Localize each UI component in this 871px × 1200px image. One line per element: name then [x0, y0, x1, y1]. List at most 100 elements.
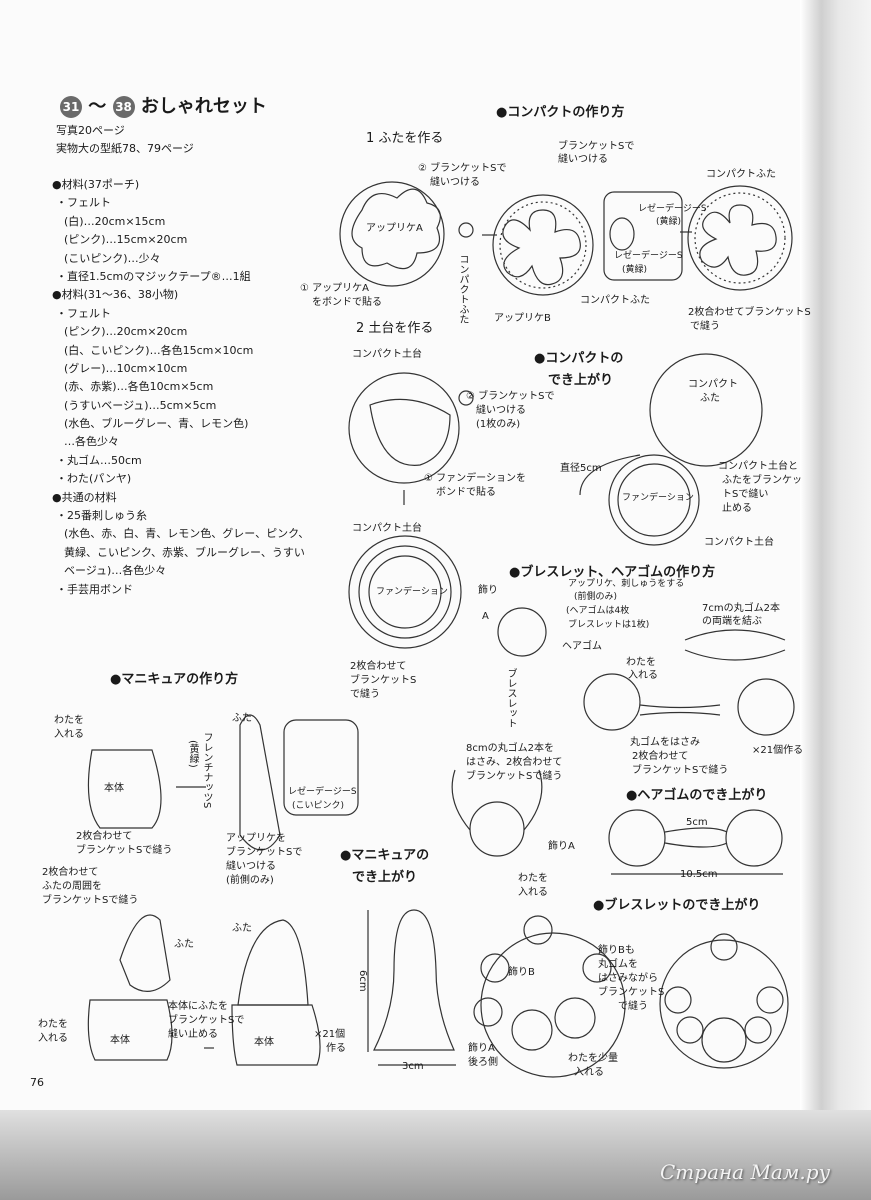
- done-lid: [649, 353, 763, 467]
- bracelet-stuff1: わたを: [626, 657, 656, 668]
- material-line: ・25番刺しゅう糸: [56, 509, 147, 523]
- bracelet-done-decoa2: 後ろ側: [468, 1057, 498, 1068]
- compact-s2b1: ① ファンデーションを: [424, 473, 526, 484]
- compact-s2-join1: 2枚合わせて: [350, 661, 407, 672]
- page-number: 76: [30, 1076, 44, 1089]
- manicure-x21: ×21個: [314, 1029, 346, 1040]
- compact-applique-a: アップリケA: [366, 223, 423, 234]
- compact-step2: 2 土台を作る: [356, 321, 434, 336]
- bracelet-n1: アップリケ、刺しゅうをする: [568, 579, 685, 589]
- manicure-m2: ふたの周囲を: [42, 881, 102, 892]
- compact-done-n2: ふたをブランケッ: [722, 475, 802, 486]
- compact-bond2: をボンドで貼る: [312, 297, 382, 308]
- photo-ref: 写真20ページ: [56, 124, 125, 137]
- done-foundation-outer: [608, 454, 700, 546]
- compact-lid3: コンパクトふた: [706, 169, 776, 180]
- bracelet-x21: ×21個作る: [752, 745, 804, 756]
- material-line: ・直径1.5cmのマジックテープ®…1組: [56, 269, 251, 283]
- manicure-x21b: 作る: [326, 1043, 346, 1054]
- compact-heading: ●コンパクトの作り方: [496, 105, 625, 120]
- material-line: (水色、赤、白、青、レモン色、グレー、ピンク、: [64, 527, 310, 541]
- bracelet-n3: (ヘアゴムは4枚: [566, 606, 630, 616]
- manicure-french2: (黄緑): [187, 740, 198, 768]
- bracelet-rubber1: 7cmの丸ゴム2本: [702, 603, 780, 614]
- compact-done-diameter: 直径5cm: [560, 463, 602, 474]
- manicure-ap4: (前側のみ): [226, 875, 274, 886]
- pattern-ref: 実物大の型紙78、79ページ: [56, 142, 194, 155]
- manicure-body: 本体: [104, 783, 124, 794]
- material-line: ●材料(31～36、38小物): [52, 288, 179, 302]
- bracelet-n2: (前側のみ): [574, 592, 618, 602]
- compact-s2b2: ボンドで貼る: [436, 487, 496, 498]
- material-line: ベージュ)…各色少々: [64, 564, 167, 578]
- compact-s1b: 縫いつける: [430, 177, 480, 188]
- compact-done-n1: コンパクト土台と: [718, 461, 798, 472]
- bracelet-done-heading: ●ブレスレットのでき上がり: [593, 898, 761, 913]
- manicure-lazy2: (こいピンク): [292, 801, 345, 811]
- bracelet-label: ブレスレット: [505, 668, 516, 728]
- manicure-join2: ブランケットSで縫う: [76, 845, 173, 856]
- lid-circle-1: [339, 181, 445, 287]
- compact-lazy1: レゼーデージーS: [638, 204, 707, 214]
- material-line: (ピンク)…15cm×20cm: [64, 233, 188, 247]
- compact-lazy2: レゼーデージーS: [614, 251, 683, 261]
- material-line: (ピンク)…20cm×20cm: [64, 325, 188, 339]
- bracelet-b3: ブランケットSで縫う: [466, 771, 563, 782]
- title-text: おしゃれセット: [140, 96, 267, 117]
- manicure-done: [373, 909, 455, 1051]
- manicure-done-heading2: でき上がり: [352, 870, 418, 885]
- flower-applique-b: [502, 209, 581, 286]
- detail-box-1: [603, 191, 683, 281]
- material-line: ●共通の材料: [52, 490, 117, 504]
- bracelet-hair: ヘアゴム: [562, 641, 602, 652]
- num-badge-start: 31: [60, 96, 82, 118]
- bracelet-done-s1: わたを少量: [568, 1053, 618, 1064]
- manicure-m3: ブランケットSで縫う: [42, 895, 139, 906]
- material-line: (白)…20cm×15cm: [64, 214, 166, 228]
- manicure-stuff4: 入れる: [38, 1033, 68, 1044]
- compact-done-lid2: ふた: [700, 393, 720, 404]
- page-title: 31 ～ 38 おしゃれセット: [60, 92, 267, 118]
- manicure-lid-1: [239, 714, 281, 851]
- compact-s2a3: (1枚のみ): [476, 419, 521, 430]
- compact-s1a: ② ブランケットSで: [418, 163, 507, 174]
- bracelet-b1: 8cmの丸ゴム2本を: [466, 743, 554, 754]
- material-line: (グレー)…10cm×10cm: [64, 361, 188, 375]
- manicure-stuff2: 入れる: [54, 729, 84, 740]
- material-line: ・フェルト: [56, 196, 111, 210]
- bracelet-n4: ブレスレットは1枚): [568, 620, 650, 630]
- compact-applique-b: アップリケB: [494, 313, 551, 324]
- bracelet-stuff4: 入れる: [518, 887, 548, 898]
- scan-shadow: [0, 1110, 871, 1200]
- bracelet-clip2: 2枚合わせて: [632, 751, 689, 762]
- material-line: ・丸ゴム…50cm: [56, 453, 142, 467]
- manicure-body-3: [231, 1004, 321, 1066]
- bracelet-deco-a: 飾りA: [548, 841, 575, 852]
- hair-done-total: 10.5cm: [680, 869, 718, 880]
- bracelet-done-s2: 入れる: [574, 1067, 604, 1078]
- manicure-ap1: アップリケを: [226, 833, 286, 844]
- material-line: (白、こいピンク)…各色15cm×10cm: [64, 343, 254, 357]
- compact-done-heading1: ●コンパクトの: [534, 351, 624, 366]
- material-line: (水色、ブルーグレー、青、レモン色): [64, 417, 249, 431]
- base-circle-2: [348, 535, 462, 649]
- compact-base: コンパクト土台: [352, 349, 422, 360]
- compact-s2-join3: で縫う: [350, 689, 380, 700]
- bracelet-deco-a: [497, 607, 547, 657]
- material-line: ・手芸用ボンド: [56, 582, 133, 596]
- manicure-ap3: 縫いつける: [226, 861, 276, 872]
- manicure-lazy1: レゼーデージーS: [288, 787, 357, 797]
- base-circle: [348, 372, 460, 484]
- compact-lazy2c: (黄緑): [622, 265, 648, 275]
- applique-a: [351, 188, 441, 270]
- bracelet-deco: 飾り: [478, 585, 498, 596]
- bracelet-done-decob: 飾りB: [508, 967, 535, 978]
- compact-done-n3: トSで縫い: [722, 489, 769, 500]
- material-line: ・フェルト: [56, 306, 111, 320]
- compact-blanket2: 縫いつける: [558, 154, 608, 165]
- manicure-f3: 縫い止める: [168, 1029, 218, 1040]
- watermark: Страна Мам.ру: [660, 1160, 831, 1184]
- bracelet-stuff3: わたを: [518, 873, 548, 884]
- bracelet-heading: ●ブレスレット、ヘアゴムの作り方: [509, 565, 716, 580]
- bracelet-done-b2: 丸ゴムを: [598, 959, 638, 970]
